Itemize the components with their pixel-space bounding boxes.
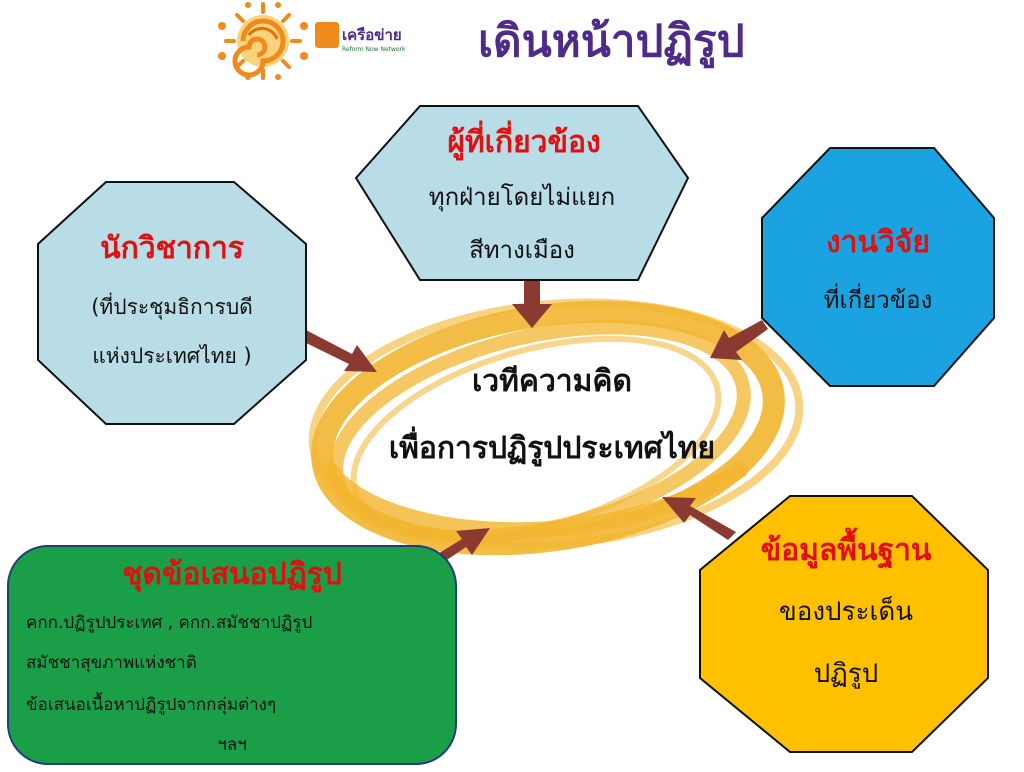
node-bottom-left-shape <box>7 545 457 765</box>
node-bottom-left-line4: ฯลฯ <box>217 735 247 755</box>
node-bottom-right-shape <box>699 495 989 753</box>
node-bottom-right-title: ข้อมูลพื้นฐาน <box>761 527 932 570</box>
node-right-shape <box>761 147 995 387</box>
arrow-right <box>710 320 768 360</box>
center-title-line2: เพื่อการปฏิรูปประเทศไทย <box>389 426 715 467</box>
node-top: ผู้ที่เกี่ยวข้อง ทุกฝ่ายโดยไม่แยก สีทางเ… <box>354 105 690 281</box>
node-bottom-right-line1: ของประเด็น <box>779 595 913 627</box>
node-top-line2: สีทางเมือง <box>469 236 575 264</box>
logo-title: เดินหน้าปฏิรูป <box>478 16 745 68</box>
node-bottom-left: ชุดข้อเสนอปฏิรูป คกก.ปฏิรูปประเทศ , คกก.… <box>7 545 457 765</box>
node-left-shape <box>37 181 307 425</box>
node-bottom-left-title: ชุดข้อเสนอปฏิรูป <box>122 557 342 593</box>
logo: เครือข่าย Reform Now Network เดินหน้าปฏิ… <box>218 2 745 80</box>
node-left: นักวิชาการ (ที่ประชุมธิการบดี แห่งประเทศ… <box>37 181 307 425</box>
arrow-left <box>300 330 377 372</box>
center-title-line1: เวทีความคิด <box>472 364 632 399</box>
node-bottom-left-line1: คกก.ปฏิรูปประเทศ , คกก.สมัชชาปฏิรูป <box>26 613 312 633</box>
node-left-line2: แห่งประเทศไทย ) <box>92 344 251 368</box>
arrow-top <box>512 274 552 328</box>
logo-prefix: เครือข่าย <box>342 26 402 44</box>
node-left-title: นักวิชาการ <box>100 231 244 266</box>
node-bottom-right: ข้อมูลพื้นฐาน ของประเด็น ปฏิรูป <box>699 495 989 753</box>
node-bottom-left-line2: สมัชชาสุขภาพแห่งชาติ <box>26 653 197 673</box>
arrow-bottom-right <box>662 497 736 540</box>
center-swirl <box>308 298 804 556</box>
node-top-title: ผู้ที่เกี่ยวข้อง <box>447 120 600 161</box>
logo-subtitle: Reform Now Network <box>342 46 406 53</box>
node-top-line1: ทุกฝ่ายโดยไม่แยก <box>429 183 615 212</box>
node-bottom-right-line2: ปฏิรูป <box>814 659 878 689</box>
node-right-line1: ที่เกี่ยวข้อง <box>824 283 933 314</box>
node-top-shape <box>354 105 690 281</box>
node-right: งานวิจัย ที่เกี่ยวข้อง <box>761 147 995 387</box>
node-left-line1: (ที่ประชุมธิการบดี <box>91 292 253 320</box>
node-right-title: งานวิจัย <box>826 225 930 260</box>
sun-swirl-icon <box>218 2 308 80</box>
node-bottom-left-line3: ข้อเสนอเนื้อหาปฏิรูปจากกลุ่มต่างๆ <box>26 692 276 715</box>
logo-badge-icon <box>315 22 339 48</box>
